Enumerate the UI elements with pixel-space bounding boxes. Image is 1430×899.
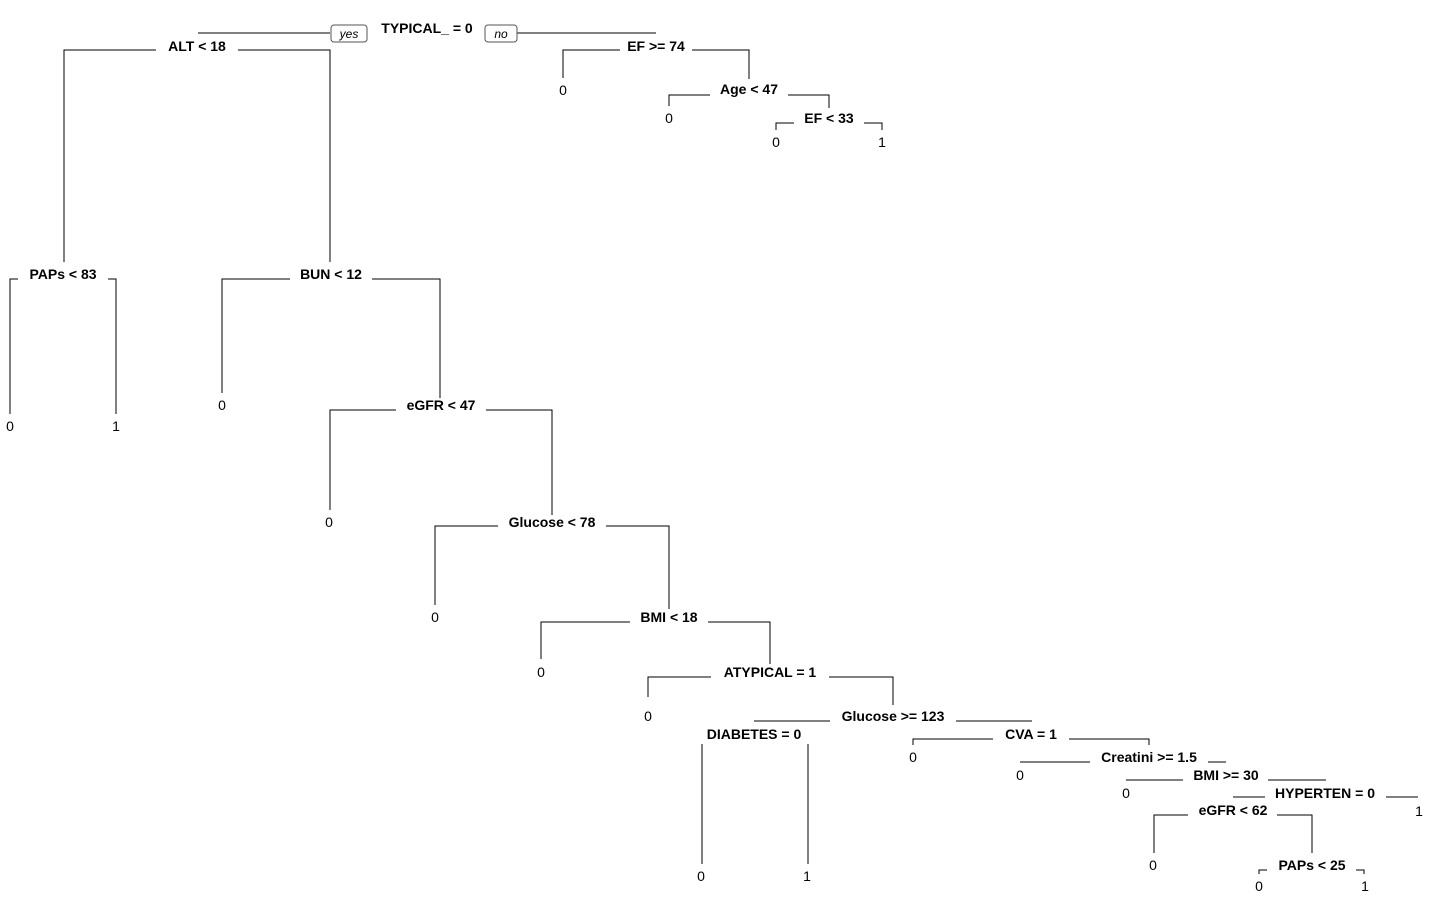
leaf-cva-left: 0 — [909, 749, 917, 765]
node-paps2: PAPs < 25 — [1278, 857, 1345, 873]
leaf-egfr2-left: 0 — [1149, 857, 1157, 873]
leaf-ef1-left: 0 — [559, 82, 567, 98]
leaf-diab-right: 1 — [803, 868, 811, 884]
branch-no-tag: no — [484, 24, 518, 43]
leaf-paps1-right: 1 — [112, 418, 120, 434]
node-glu2: Glucose >= 123 — [842, 708, 945, 724]
leaf-paps1-left: 0 — [6, 418, 14, 434]
leaf-bun-left: 0 — [218, 397, 226, 413]
edge-alt — [63, 49, 331, 262]
leaf-age-left: 0 — [665, 110, 673, 126]
leaf-egfr1-left: 0 — [325, 514, 333, 530]
node-egfr1: eGFR < 47 — [407, 397, 476, 413]
node-ef1: EF >= 74 — [627, 38, 685, 54]
yes-label: yes — [339, 27, 359, 41]
edge-ef1 — [562, 49, 750, 79]
leaf-paps2-left: 0 — [1255, 878, 1263, 894]
node-paps1: PAPs < 83 — [29, 266, 96, 282]
edge-diab — [701, 744, 809, 864]
node-egfr2: eGFR < 62 — [1199, 802, 1268, 818]
edge-glu1 — [434, 525, 670, 609]
leaf-bmi2-left: 0 — [1122, 785, 1130, 801]
edge-cva — [912, 738, 1150, 745]
node-bmi2: BMI >= 30 — [1193, 767, 1259, 783]
node-bmi1: BMI < 18 — [640, 609, 697, 625]
no-label: no — [494, 27, 508, 41]
leaf-ef2-left: 0 — [772, 134, 780, 150]
edge-egfr1 — [329, 409, 553, 515]
node-glu1: Glucose < 78 — [509, 514, 596, 530]
leaf-glu1-left: 0 — [431, 609, 439, 625]
edge-atyp — [647, 676, 894, 705]
node-age: Age < 47 — [720, 81, 778, 97]
node-bun: BUN < 12 — [300, 266, 362, 282]
leaf-creat-left: 0 — [1016, 767, 1024, 783]
node-diab: DIABETES = 0 — [707, 726, 802, 742]
node-atyp: ATYPICAL = 1 — [724, 664, 817, 680]
leaf-labels: 0 1 0 0 0 0 0 0 1 0 0 0 1 0 0 1 0 0 0 1 — [6, 82, 1423, 894]
branch-yes-tag: yes — [330, 24, 368, 43]
node-cva: CVA = 1 — [1005, 726, 1057, 742]
leaf-paps2-right: 1 — [1361, 878, 1369, 894]
leaf-bmi1-left: 0 — [537, 664, 545, 680]
leaf-atyp-left: 0 — [644, 708, 652, 724]
node-ef2: EF < 33 — [804, 110, 854, 126]
edge-bun — [221, 278, 441, 398]
edge-paps2 — [1258, 869, 1365, 874]
leaf-diab-left: 0 — [697, 868, 705, 884]
split-labels: TYPICAL_ = 0 ALT < 18 PAPs < 83 BUN < 12… — [29, 20, 1375, 873]
node-root: TYPICAL_ = 0 — [381, 20, 473, 36]
edge-paps1 — [9, 278, 117, 414]
edge-age — [668, 94, 830, 108]
edge-egfr2 — [1153, 814, 1313, 853]
node-alt: ALT < 18 — [168, 38, 226, 54]
tree-edges — [9, 32, 1418, 874]
leaf-ef2-right: 1 — [878, 134, 886, 150]
node-creat: Creatini >= 1.5 — [1101, 749, 1197, 765]
edge-bmi1 — [540, 621, 771, 664]
node-hyp: HYPERTEN = 0 — [1275, 785, 1375, 801]
leaf-hyp-right: 1 — [1415, 803, 1423, 819]
edge-ef2 — [775, 122, 883, 130]
